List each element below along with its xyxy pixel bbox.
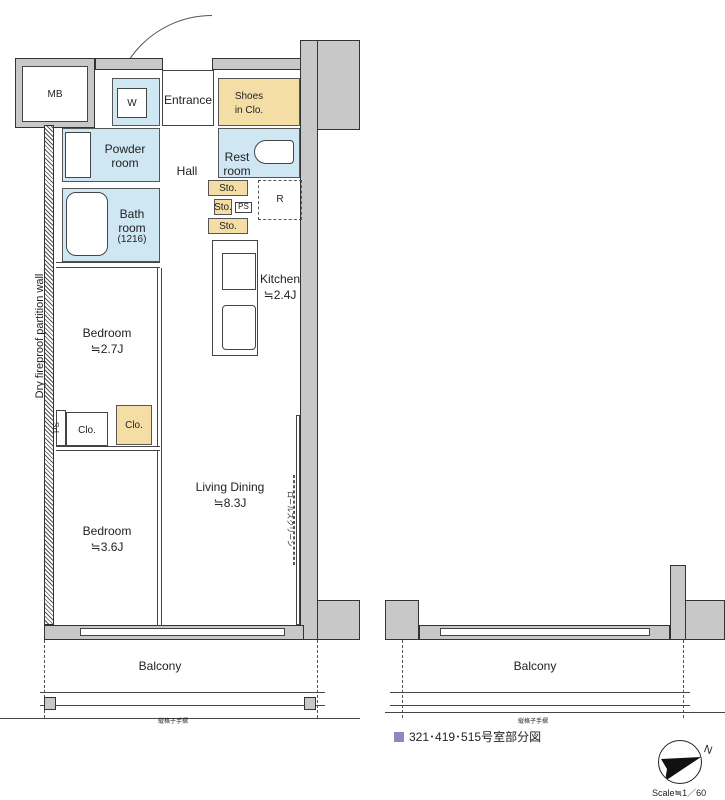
entrance-label: Entrance [163,93,213,107]
ps-shaft-2 [56,410,66,446]
storage-2-label: Sto. [214,202,232,213]
bathtub [66,192,108,256]
bedroom-1-size: ≒2.7J [90,342,124,356]
refrigerator-label: R [276,194,284,205]
balcony-label: Balcony [138,659,182,673]
stove [222,253,256,290]
right-bottom-wall [318,600,360,640]
powder-room-label: Powder room [104,142,146,170]
bedroom-2-size: ≒3.6J [90,540,124,554]
partial-balcony-area [402,640,684,718]
legend-marker [394,731,404,742]
window-bottom [80,628,285,636]
partial-plan-caption: 321･419･515号室部分図 [394,728,541,745]
rest-room-label: Rest room [223,150,251,178]
vanity [65,132,91,178]
handrail [40,692,325,706]
balcony-area [44,640,318,718]
shoes-closet-label: Shoes in Clo. [234,91,264,116]
north-label: N [702,743,714,757]
ps-1-label: PS [238,202,249,211]
storage-2 [214,199,232,215]
north-compass-icon [658,740,702,784]
bath-room-label: Bath room [118,207,146,235]
hall-label: Hall [176,164,198,178]
storage-1 [208,180,248,196]
partition-wall-label: Dry fireproof partition wall [34,273,46,399]
mb-box [22,66,88,122]
plan-bottom-line [0,718,360,719]
mb-label: MB [47,89,63,100]
shoes-closet [218,78,300,126]
hall-corridor-wall [56,262,160,268]
living-inner-wall [296,415,300,625]
partial-handrail [390,692,690,706]
handrail-label: 縦格子手摺 [158,719,189,725]
partial-right-column [686,600,725,640]
storage-1-label: Sto. [219,183,237,194]
scale-label: Scale≒1／60 [652,788,707,798]
ps-shaft-1 [235,202,252,213]
partial-handrail-label: 縦格子手摺 [518,719,549,725]
partial-left-wall [385,600,419,640]
closet-1 [66,412,108,446]
roll-screen-label: ロールスクリーン [285,491,293,547]
ps-2-label: PS [51,422,61,433]
toilet [254,140,294,164]
balcony-post-left [44,697,56,710]
kitchen-label: Kitchen [259,272,301,286]
bedroom-2-label: Bedroom [82,524,132,538]
partial-right-wall [670,565,686,640]
partition-wall [44,125,54,625]
washer-pan [117,88,147,118]
right-wall [300,40,318,640]
living-dining-size: ≒8.3J [213,496,247,510]
roll-screen [293,475,295,565]
entrance-floor [162,70,214,126]
right-top-wall [318,40,360,130]
sink [222,305,256,350]
storage-3-label: Sto. [219,221,237,232]
partial-bottom-line [385,712,725,713]
partial-balcony-label: Balcony [513,659,557,673]
living-dining-label: Living Dining [195,480,265,494]
partial-window [440,628,650,636]
bath-size-label: (1216) [117,234,147,245]
kitchen-size: ≒2.4J [263,288,297,302]
closet-1-label: Clo. [78,425,96,436]
closet-2 [116,405,152,445]
partial-plan-caption-text: 321･419･515号室部分図 [409,730,542,744]
refrigerator-space [258,180,302,220]
washer-label: W [127,98,137,109]
top-wall [95,58,163,70]
bedroom-divider [56,446,160,451]
top-wall-right [212,58,302,70]
storage-3 [208,218,248,234]
bedroom-1-label: Bedroom [82,326,132,340]
closet-2-label: Clo. [125,420,143,431]
balcony-post-right [304,697,316,710]
